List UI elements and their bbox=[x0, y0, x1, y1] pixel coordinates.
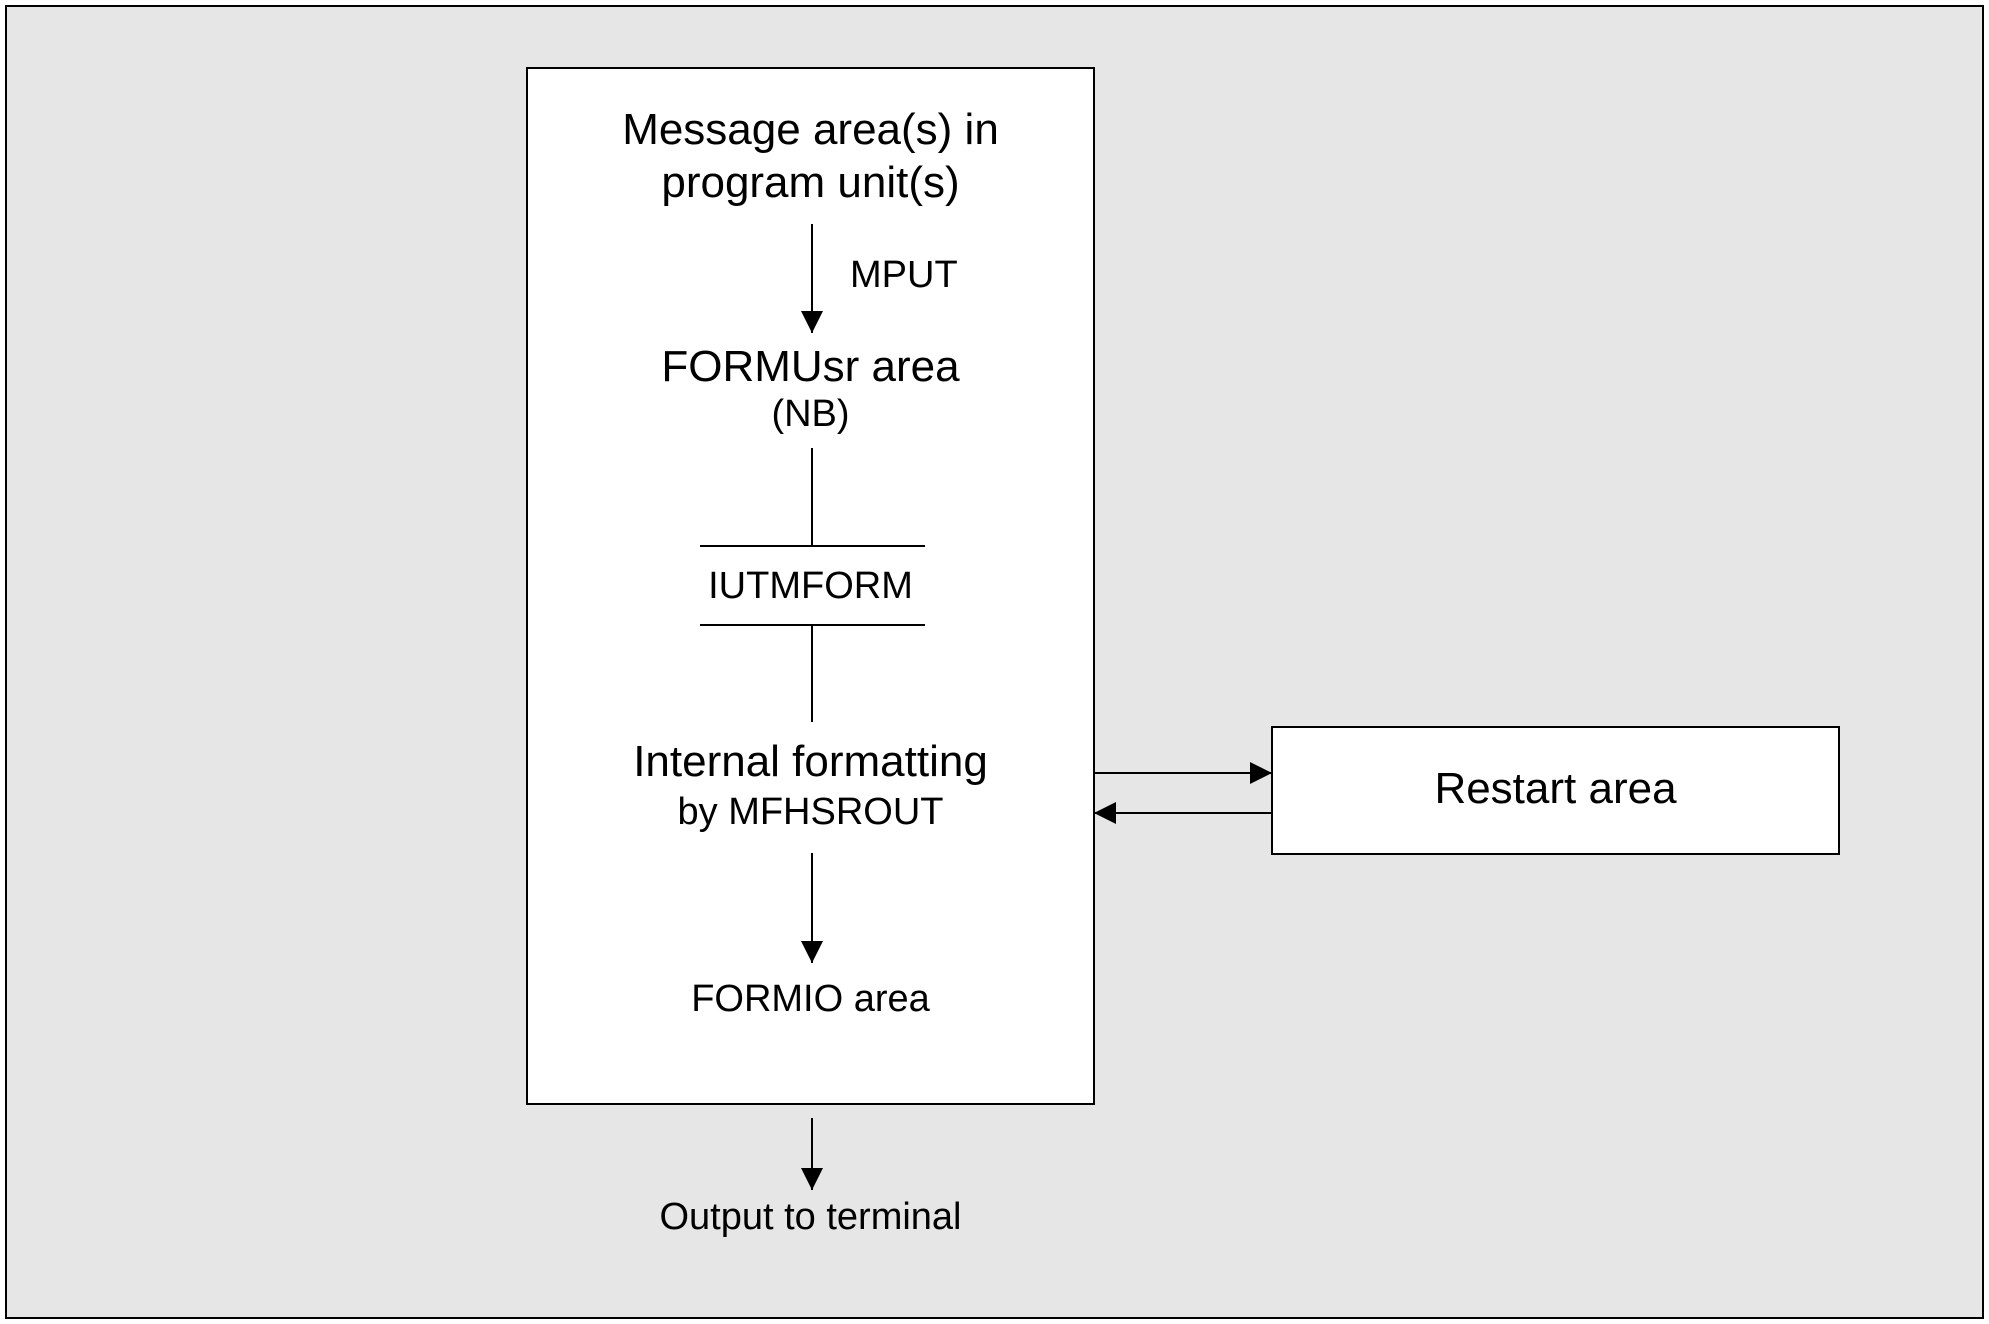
internal-formatting-label: Internal formatting bbox=[633, 737, 988, 786]
formusr-area-label: FORMUsr area bbox=[661, 342, 960, 391]
mfhsrout-label: by MFHSROUT bbox=[677, 791, 944, 833]
output-to-terminal-label: Output to terminal bbox=[659, 1196, 962, 1238]
message-area-line1: Message area(s) in bbox=[622, 105, 999, 154]
message-area-label: Message area(s) in program unit(s) bbox=[527, 104, 1094, 210]
message-area-line2: program unit(s) bbox=[661, 157, 960, 207]
mput-label: MPUT bbox=[850, 254, 958, 296]
formusr-sub-label: (NB) bbox=[771, 393, 850, 435]
restart-area-box bbox=[1271, 726, 1840, 855]
restart-area-label: Restart area bbox=[1434, 764, 1677, 813]
main-box bbox=[526, 67, 1095, 1105]
formio-area-label: FORMIO area bbox=[691, 978, 930, 1020]
iutmform-label: IUTMFORM bbox=[708, 565, 913, 607]
